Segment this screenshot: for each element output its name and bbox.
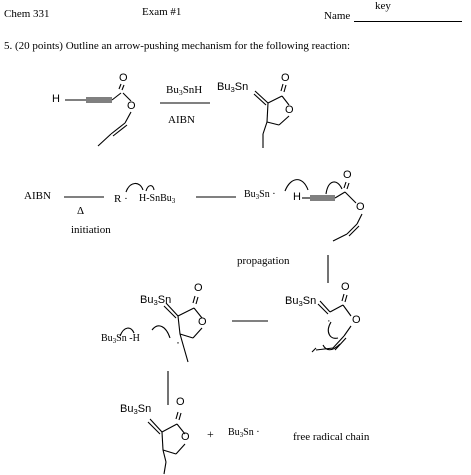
starting-alkynoate-structure <box>65 83 132 147</box>
chain-label: free radical chain <box>293 431 370 443</box>
cyclized-tin-group: Bu3Sn <box>140 294 172 307</box>
cyclized-ring-oxygen: O <box>198 316 207 328</box>
alkyne-carbonyl-oxygen: O <box>343 169 352 181</box>
initiation-label: initiation <box>71 224 111 236</box>
heat-symbol: Δ <box>77 205 85 217</box>
final-tin-group: Bu3Sn <box>120 403 152 416</box>
alkyne-hydrogen: H <box>293 191 301 203</box>
tributyltin-hydride: H-SnBu3 <box>139 193 176 205</box>
propagation-label: propagation <box>237 255 290 267</box>
cyclization-arrow-2 <box>322 343 341 351</box>
regenerated-tin-radical: Bu3Sn · <box>228 427 260 439</box>
exam-label: Exam #1 <box>142 6 182 18</box>
addition-arrow-1 <box>284 179 309 192</box>
start-ester-oxygen: O <box>127 100 136 112</box>
vinyl-radical-dot: · <box>327 315 331 327</box>
hat-arrow-1 <box>119 327 135 337</box>
vinyl-tin-group: Bu3Sn <box>285 295 317 308</box>
product-ring-oxygen: O <box>285 104 294 116</box>
product-carbonyl-oxygen: O <box>281 72 290 84</box>
tin-hydride-reagent: Bu3Sn -H <box>101 333 140 345</box>
start-hydrogen: H <box>52 93 60 105</box>
course-label: Chem 331 <box>4 8 50 20</box>
question-text: 5. (20 points) Outline an arrow-pushing … <box>4 40 351 52</box>
cyclization-arrow-1 <box>327 321 339 339</box>
homolysis-arrow-2 <box>145 185 155 192</box>
name-underline <box>354 21 462 22</box>
vinyl-radical-structure <box>311 293 352 353</box>
initiation-aibn: AIBN <box>24 190 51 202</box>
vinyl-carbonyl-oxygen: O <box>341 281 350 293</box>
hat-arrow-2 <box>151 325 171 339</box>
final-ring-oxygen: O <box>181 431 190 443</box>
name-value: key <box>375 0 391 12</box>
start-carbonyl-oxygen: O <box>119 72 128 84</box>
name-label: Name <box>324 10 351 22</box>
r-radical: R · <box>114 193 128 205</box>
alkyne-substrate-structure <box>302 181 363 242</box>
plus-sign: + <box>207 427 214 441</box>
cyclized-radical-dot: · <box>176 335 180 349</box>
reagent-tin-hydride: Bu3SnH <box>166 84 203 97</box>
product-tin-group: Bu3Sn <box>217 81 249 94</box>
final-lactone-structure <box>147 411 186 475</box>
vinyl-ring-oxygen: O <box>352 314 361 326</box>
final-carbonyl-oxygen: O <box>176 396 185 408</box>
product-lactone-structure <box>253 83 290 148</box>
cyclized-radical-structure <box>163 295 203 363</box>
alkyne-ester-oxygen: O <box>356 201 365 213</box>
homolysis-arrow-1 <box>125 182 144 193</box>
cyclized-carbonyl-oxygen: O <box>194 282 203 294</box>
tin-radical: Bu3Sn · <box>244 189 276 201</box>
addition-arrow-2 <box>325 181 343 195</box>
reagent-aibn: AIBN <box>168 114 195 126</box>
